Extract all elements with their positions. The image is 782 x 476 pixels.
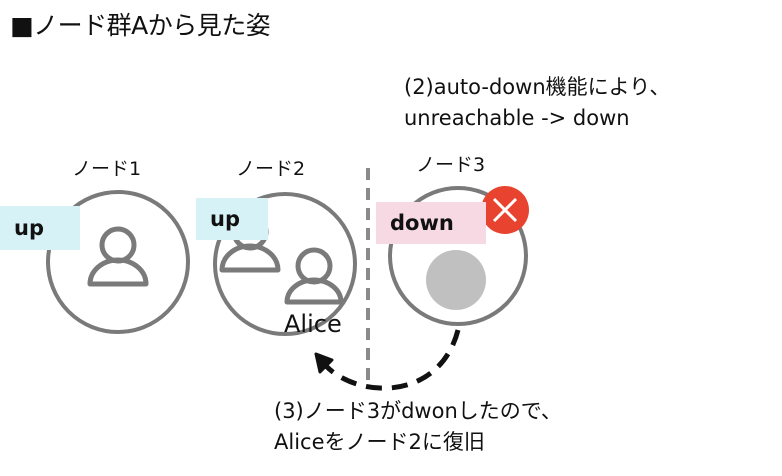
close-icon [481, 186, 529, 234]
recover-note-line2: Aliceをノード2に復旧 [274, 430, 485, 454]
autodown-note-line1: (2)auto-down機能により、 [404, 75, 671, 99]
recovery-arrowhead [314, 352, 334, 374]
node-label-3: ノード3 [416, 154, 486, 176]
page-title: ■ノード群Aから見た姿 [10, 11, 271, 40]
user-icon [87, 226, 149, 287]
recover-note: (3)ノード3がdwonしたので、 Aliceをノード2に復旧 [274, 396, 562, 458]
status-badge-node-2: up [196, 198, 268, 240]
autodown-note: (2)auto-down機能により、 unreachable -> down [404, 72, 670, 134]
recovery-arrow [324, 329, 461, 391]
status-badge-node-3: down [376, 202, 486, 244]
user-icon [284, 247, 344, 305]
recover-note-line1: (3)ノード3がdwonしたので、 [274, 399, 562, 423]
actor-label: Alice [284, 310, 342, 338]
autodown-note-line2: unreachable -> down [404, 106, 630, 130]
node-label-2: ノード2 [236, 158, 306, 180]
dead-actor [426, 250, 486, 310]
status-badge-node-1: up [0, 206, 80, 250]
node-label-1: ノード1 [72, 158, 142, 180]
